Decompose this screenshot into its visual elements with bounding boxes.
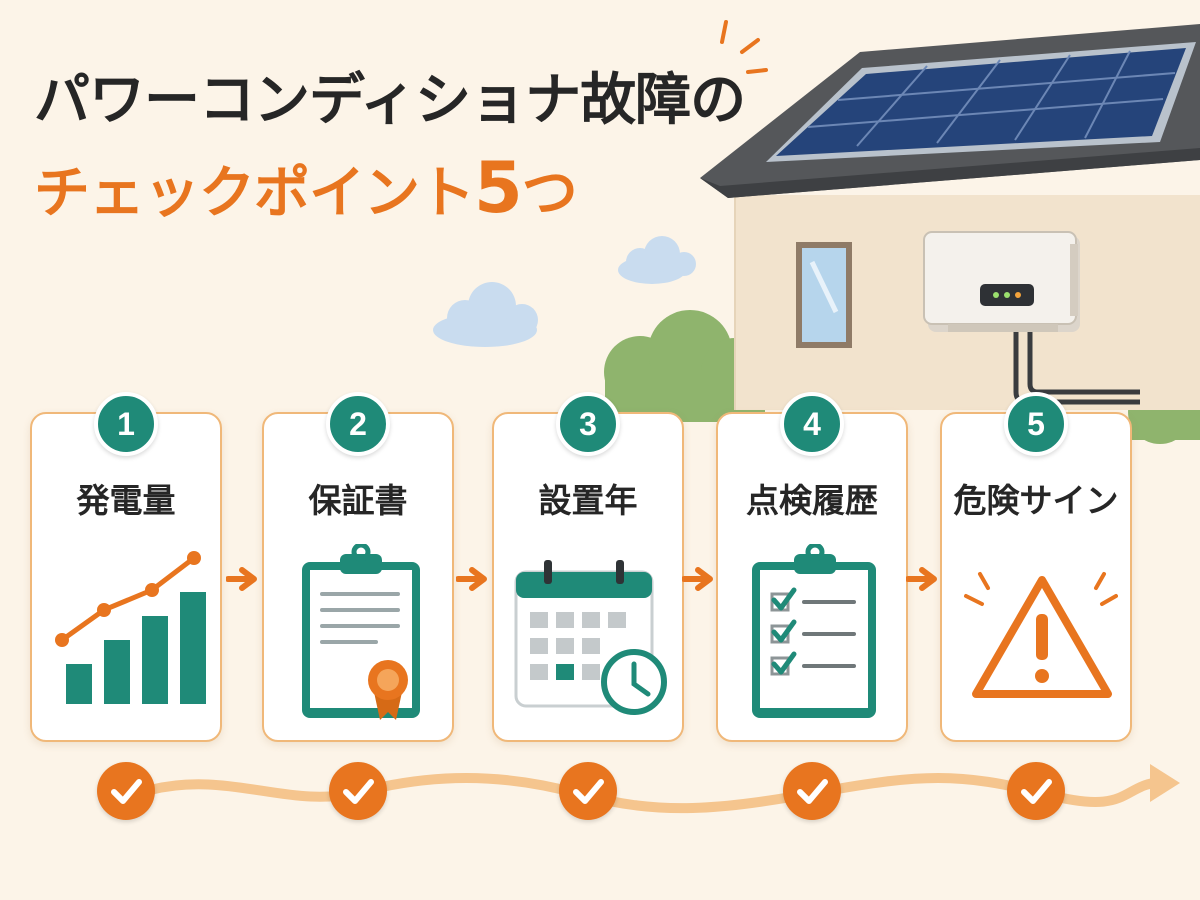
next-arrow-icon [682,567,713,591]
calendar-clock-icon [514,560,667,715]
title-line1: パワーコンディショナ故障の [34,68,746,133]
step-card-5: 5 危険サイン [940,392,1132,742]
cloud-icon [618,236,696,284]
warning-triangle-icon [964,572,1118,698]
step-number-badge: 2 [326,392,390,456]
step-number-badge: 4 [780,392,844,456]
step-label: 設置年 [538,481,638,520]
next-arrow-icon [906,567,937,591]
step-card-4: 4 点検履歴 [716,392,908,742]
step-number-badge: 1 [94,392,158,456]
check-circle-icon [97,762,155,820]
check-circle-icon [1007,762,1065,820]
check-circle-icon [559,762,617,820]
certificate-clipboard-icon [302,544,420,720]
check-circle-icon [783,762,841,820]
step-number-badge: 3 [556,392,620,456]
step-number-badge: 5 [1004,392,1068,456]
step-label: 危険サイン [953,481,1119,520]
progress-arrow-head [1150,764,1180,802]
step-card-1: 1 発電量 [30,392,222,742]
step-label: 発電量 [76,481,176,520]
solar-panel-illustration [766,42,1196,162]
step-label: 保証書 [308,481,408,520]
page-title: パワーコンディショナ故障の チェックポイント5つ [34,68,746,229]
bar-chart-trend-icon [55,551,206,704]
cloud-icon [433,282,538,347]
step-card-3: 3 設置年 [492,392,684,742]
next-arrow-icon [226,567,257,591]
window-illustration [796,242,852,348]
power-conditioner-illustration [923,231,1140,405]
title-line2: チェックポイント5つ [34,146,578,229]
next-arrow-icon [456,567,487,591]
check-circle-icon [329,762,387,820]
step-card-2: 2 保証書 [262,392,454,742]
sparkle-accent-icon [720,20,768,74]
checklist-clipboard-icon [752,544,876,718]
step-label: 点検履歴 [746,481,878,520]
